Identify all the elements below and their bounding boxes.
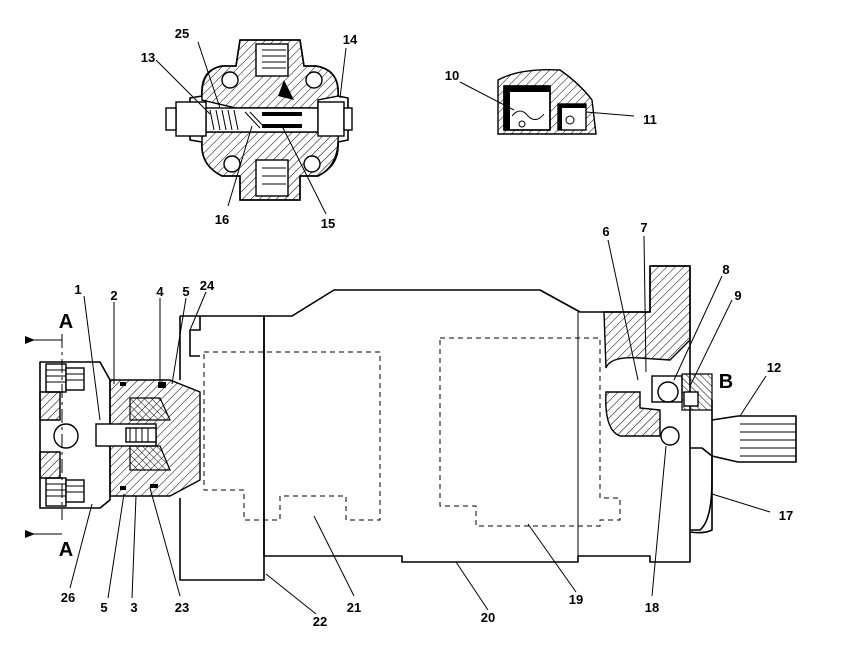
callout-3: 3 — [130, 600, 137, 615]
relief-valve-detail — [165, 39, 353, 201]
callout-7: 7 — [640, 220, 647, 235]
callout-14: 14 — [343, 32, 358, 47]
main-assembly — [39, 265, 797, 581]
callout-26: 26 — [61, 590, 75, 605]
section-label-b: B — [719, 371, 733, 393]
callout-6: 6 — [602, 224, 609, 239]
callout-5-top: 5 — [182, 284, 189, 299]
callout-18: 18 — [645, 600, 659, 615]
callout-23: 23 — [175, 600, 189, 615]
callout-12: 12 — [767, 360, 781, 375]
callout-4: 4 — [156, 284, 164, 299]
callout-22: 22 — [313, 614, 327, 629]
callout-20: 20 — [481, 610, 495, 625]
section-label-a-top: A — [59, 311, 73, 333]
section-label-a-bottom: A — [59, 539, 73, 561]
callout-2: 2 — [110, 288, 117, 303]
callout-11: 11 — [643, 112, 657, 127]
callout-8: 8 — [722, 262, 729, 277]
callout-9: 9 — [734, 288, 741, 303]
seal-detail — [497, 69, 597, 135]
callout-5-bottom: 5 — [100, 600, 107, 615]
callout-17: 17 — [779, 508, 793, 523]
callout-1: 1 — [74, 282, 81, 297]
callout-10: 10 — [445, 68, 459, 83]
leader-lines — [69, 41, 771, 615]
callout-19: 19 — [569, 592, 583, 607]
callout-13: 13 — [141, 50, 155, 65]
callout-16: 16 — [215, 212, 229, 227]
section-markers — [25, 334, 63, 538]
callout-labels: 1 2 4 5 24 25 13 14 16 15 10 11 6 7 8 9 … — [59, 26, 793, 629]
callout-25: 25 — [175, 26, 189, 41]
callout-21: 21 — [347, 600, 361, 615]
callout-24: 24 — [200, 278, 215, 293]
callout-15: 15 — [321, 216, 335, 231]
